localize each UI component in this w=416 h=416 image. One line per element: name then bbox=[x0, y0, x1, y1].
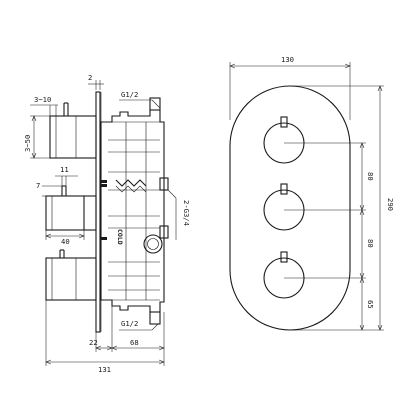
dim-spacing-middle: 80 bbox=[366, 239, 375, 248]
bottom-handle bbox=[45, 249, 97, 301]
dim-spindle-length: 11 bbox=[60, 165, 69, 174]
dim-spacing-top: 80 bbox=[366, 172, 375, 181]
dim-body-depth: 68 bbox=[130, 338, 139, 347]
dim-body-width: 40 bbox=[61, 237, 70, 246]
side-view: COLD 2 G1/2 3~10 3~50 11 bbox=[23, 73, 191, 374]
dim-plate-height: 290 bbox=[386, 198, 395, 211]
front-handle-bottom bbox=[263, 251, 314, 299]
front-view: 130 290 80 80 65 bbox=[230, 55, 395, 330]
dim-top-offset: 2 bbox=[88, 73, 92, 82]
front-handle-top bbox=[263, 116, 314, 164]
dim-handle-depth: 3~10 bbox=[34, 95, 51, 104]
wall-plate-profile bbox=[95, 91, 102, 333]
dim-plate-to-body: 22 bbox=[89, 338, 98, 347]
dim-bottom-offset: 65 bbox=[366, 300, 375, 309]
dim-top-thread: G1/2 bbox=[121, 90, 138, 99]
dim-handle-height: 3~50 bbox=[23, 135, 32, 152]
front-handle-middle bbox=[263, 183, 314, 231]
top-handle bbox=[49, 102, 97, 159]
dim-spindle-height: 7 bbox=[36, 181, 40, 190]
dim-outlet-thread: 2-G3/4 bbox=[182, 200, 191, 226]
dim-bottom-thread: G1/2 bbox=[121, 319, 138, 328]
front-dimensions: 130 290 80 80 65 bbox=[230, 55, 395, 330]
side-dimensions: 2 G1/2 3~10 3~50 11 7 bbox=[23, 73, 191, 374]
middle-handle bbox=[45, 185, 97, 231]
wall-plate bbox=[229, 85, 351, 331]
valve-body bbox=[100, 97, 169, 325]
dim-total-depth: 131 bbox=[98, 365, 111, 374]
cold-stamp: COLD bbox=[116, 229, 124, 245]
dim-plate-width: 130 bbox=[281, 55, 294, 64]
